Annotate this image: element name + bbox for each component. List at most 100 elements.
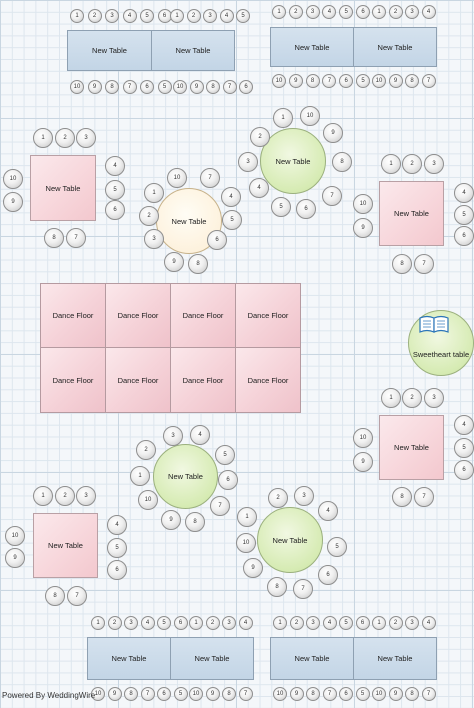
- banquet-table[interactable]: New Table: [270, 637, 354, 680]
- seat[interactable]: 7: [322, 74, 337, 88]
- seat[interactable]: 5: [355, 687, 370, 701]
- seat[interactable]: 7: [238, 687, 253, 701]
- seat[interactable]: 1: [237, 507, 257, 527]
- seat[interactable]: 1: [170, 9, 184, 23]
- seat[interactable]: 7: [421, 687, 436, 701]
- seat[interactable]: 3: [76, 128, 96, 148]
- seat[interactable]: 1: [381, 388, 401, 408]
- seat[interactable]: 5: [157, 616, 171, 630]
- seat[interactable]: 2: [268, 488, 288, 508]
- seat[interactable]: 9: [107, 687, 122, 701]
- seat[interactable]: 1: [33, 486, 53, 506]
- seat[interactable]: 8: [267, 577, 287, 597]
- seat[interactable]: 3: [144, 229, 164, 249]
- seat[interactable]: 4: [454, 183, 474, 203]
- seat[interactable]: 3: [76, 486, 96, 506]
- seat[interactable]: 5: [107, 538, 127, 558]
- seat[interactable]: 10: [353, 428, 373, 448]
- seat[interactable]: 4: [190, 425, 210, 445]
- seat[interactable]: 10: [173, 80, 187, 94]
- seat[interactable]: 10: [273, 687, 287, 701]
- seat[interactable]: 4: [219, 9, 234, 23]
- seat[interactable]: 1: [273, 108, 293, 128]
- seat[interactable]: 7: [66, 228, 86, 248]
- seat[interactable]: 9: [353, 452, 373, 472]
- seat[interactable]: 10: [91, 687, 105, 701]
- seat[interactable]: 6: [239, 80, 253, 94]
- seat[interactable]: 9: [388, 74, 403, 88]
- seat[interactable]: 2: [55, 128, 75, 148]
- seat[interactable]: 8: [44, 228, 64, 248]
- dance-floor-tile[interactable]: Dance Floor: [40, 347, 106, 413]
- seat[interactable]: 9: [353, 218, 373, 238]
- seat[interactable]: 6: [454, 226, 474, 246]
- square-table[interactable]: New Table: [30, 155, 96, 221]
- banquet-table[interactable]: New Table: [170, 637, 254, 680]
- sweetheart-table[interactable]: Sweetheart table: [408, 310, 474, 376]
- seat[interactable]: 1: [381, 154, 401, 174]
- seat[interactable]: 3: [203, 9, 217, 23]
- seat[interactable]: 7: [421, 74, 436, 88]
- seat[interactable]: 1: [189, 616, 203, 630]
- seat[interactable]: 6: [356, 5, 370, 19]
- square-table[interactable]: New Table: [33, 513, 98, 578]
- seat[interactable]: 5: [454, 205, 474, 225]
- seat[interactable]: 1: [273, 616, 287, 630]
- seat[interactable]: 4: [105, 156, 125, 176]
- seat[interactable]: 3: [306, 616, 320, 630]
- seat[interactable]: 2: [139, 206, 159, 226]
- seat[interactable]: 10: [5, 526, 25, 546]
- seat[interactable]: 5: [173, 687, 188, 701]
- banquet-table[interactable]: New Table: [67, 30, 152, 71]
- seat[interactable]: 3: [238, 152, 258, 172]
- seat[interactable]: 5: [454, 438, 474, 458]
- seat[interactable]: 7: [322, 186, 342, 206]
- seat[interactable]: 2: [87, 9, 102, 23]
- seat[interactable]: 8: [45, 586, 65, 606]
- seat[interactable]: 4: [107, 515, 127, 535]
- seat[interactable]: 10: [3, 169, 23, 189]
- seat[interactable]: 10: [167, 168, 187, 188]
- seat[interactable]: 6: [296, 199, 316, 219]
- seat[interactable]: 1: [130, 466, 150, 486]
- banquet-table[interactable]: New Table: [353, 637, 437, 680]
- seat[interactable]: 1: [272, 5, 286, 19]
- seat[interactable]: 2: [250, 127, 270, 147]
- seat[interactable]: 7: [293, 579, 313, 599]
- seat[interactable]: 8: [392, 487, 412, 507]
- seat[interactable]: 6: [107, 560, 127, 580]
- round-table[interactable]: New Table: [260, 128, 326, 194]
- seat[interactable]: 8: [405, 74, 419, 88]
- dance-floor-tile[interactable]: Dance Floor: [105, 347, 171, 413]
- seat[interactable]: 7: [140, 687, 155, 701]
- seat[interactable]: 1: [70, 9, 84, 23]
- seat[interactable]: 2: [107, 616, 122, 630]
- seat[interactable]: 5: [339, 5, 354, 19]
- seat[interactable]: 6: [157, 687, 171, 701]
- seat[interactable]: 2: [205, 616, 220, 630]
- seat[interactable]: 9: [243, 558, 263, 578]
- seat[interactable]: 1: [372, 5, 386, 19]
- seat[interactable]: 6: [318, 565, 338, 585]
- seat[interactable]: 7: [414, 487, 434, 507]
- seat[interactable]: 4: [318, 501, 338, 521]
- seat[interactable]: 3: [105, 9, 119, 23]
- seat[interactable]: 6: [454, 460, 474, 480]
- seat[interactable]: 10: [300, 106, 320, 126]
- seat[interactable]: 9: [189, 80, 204, 94]
- seat[interactable]: 6: [173, 616, 188, 630]
- seat[interactable]: 3: [424, 154, 444, 174]
- seat[interactable]: 5: [215, 445, 235, 465]
- seat[interactable]: 8: [222, 687, 236, 701]
- seat[interactable]: 4: [238, 616, 253, 630]
- seat[interactable]: 9: [289, 687, 304, 701]
- seat[interactable]: 2: [402, 388, 422, 408]
- seat[interactable]: 10: [353, 194, 373, 214]
- seat[interactable]: 10: [189, 687, 203, 701]
- seat[interactable]: 1: [91, 616, 105, 630]
- seat[interactable]: 8: [306, 687, 320, 701]
- dance-floor-tile[interactable]: Dance Floor: [170, 347, 236, 413]
- seat[interactable]: 2: [402, 154, 422, 174]
- seat[interactable]: 4: [322, 616, 337, 630]
